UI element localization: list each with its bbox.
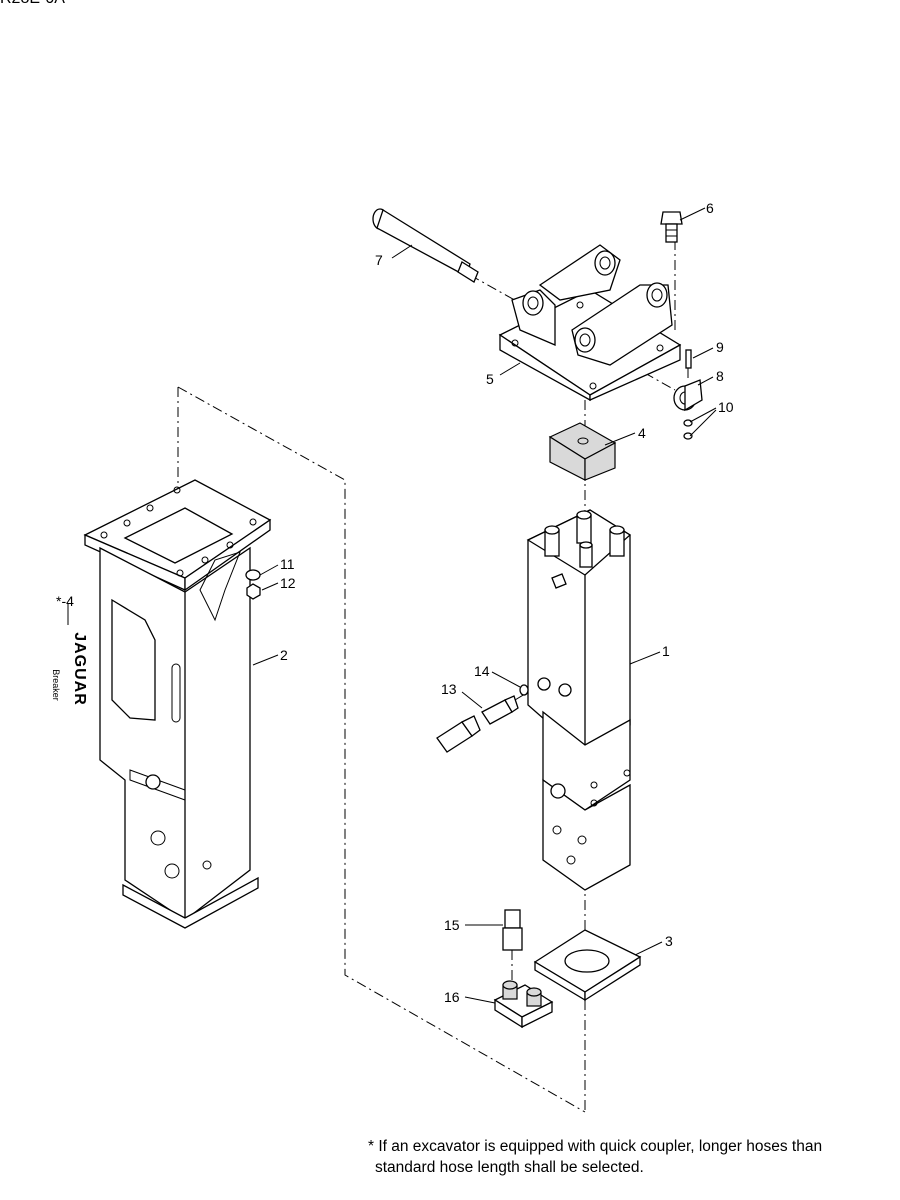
callout-1: 1 — [662, 643, 670, 659]
callout-14: 14 — [474, 663, 490, 679]
part-12-nut — [246, 583, 261, 600]
part-1-breaker-body — [526, 509, 632, 891]
callout-15: 15 — [444, 917, 460, 933]
callout-labels: 1 2 3 4 5 6 7 8 9 10 11 12 13 14 15 16 — [280, 200, 734, 1005]
callout-11: 11 — [280, 556, 295, 572]
part-4-cross-damper — [548, 422, 617, 481]
decal-sub-text: Breaker — [50, 669, 61, 701]
callout-7: 7 — [375, 252, 383, 268]
leader-lines — [252, 207, 717, 1004]
part-8-collar — [673, 379, 703, 412]
footnote-line-2: standard hose length shall be selected. — [375, 1159, 644, 1176]
decal-reference: *-4 — [56, 593, 74, 609]
part-16-block — [493, 980, 554, 1029]
callout-9: 9 — [716, 339, 724, 355]
callout-5: 5 — [486, 371, 494, 387]
part-10-washers — [683, 419, 693, 440]
callout-10: 10 — [718, 399, 734, 415]
part-3-base-plate — [533, 929, 642, 1002]
part-7-pin — [372, 208, 479, 283]
part-14-o-ring — [519, 684, 529, 696]
callout-12: 12 — [280, 575, 296, 591]
footnote-line-1: * If an excavator is equipped with quick… — [368, 1138, 823, 1155]
callout-6: 6 — [706, 200, 714, 216]
part-9-small-bolt — [685, 349, 692, 369]
callout-8: 8 — [716, 368, 724, 384]
decal-brand-text: JAGUAR — [70, 632, 88, 706]
callout-3: 3 — [665, 933, 673, 949]
callout-16: 16 — [444, 989, 460, 1005]
footnote: * If an excavator is equipped with quick… — [368, 1136, 898, 1178]
callout-13: 13 — [441, 681, 457, 697]
document-code: R28E-0A — [0, 0, 65, 8]
part-5-top-bracket — [498, 244, 682, 402]
part-13-adapter — [481, 695, 519, 725]
callout-4: 4 — [638, 425, 646, 441]
part-6-bolt — [660, 211, 683, 243]
callout-2: 2 — [280, 647, 288, 663]
part-11-washer — [245, 569, 261, 581]
part-2-box-housing — [83, 479, 272, 929]
part-15-hose — [407, 715, 523, 951]
